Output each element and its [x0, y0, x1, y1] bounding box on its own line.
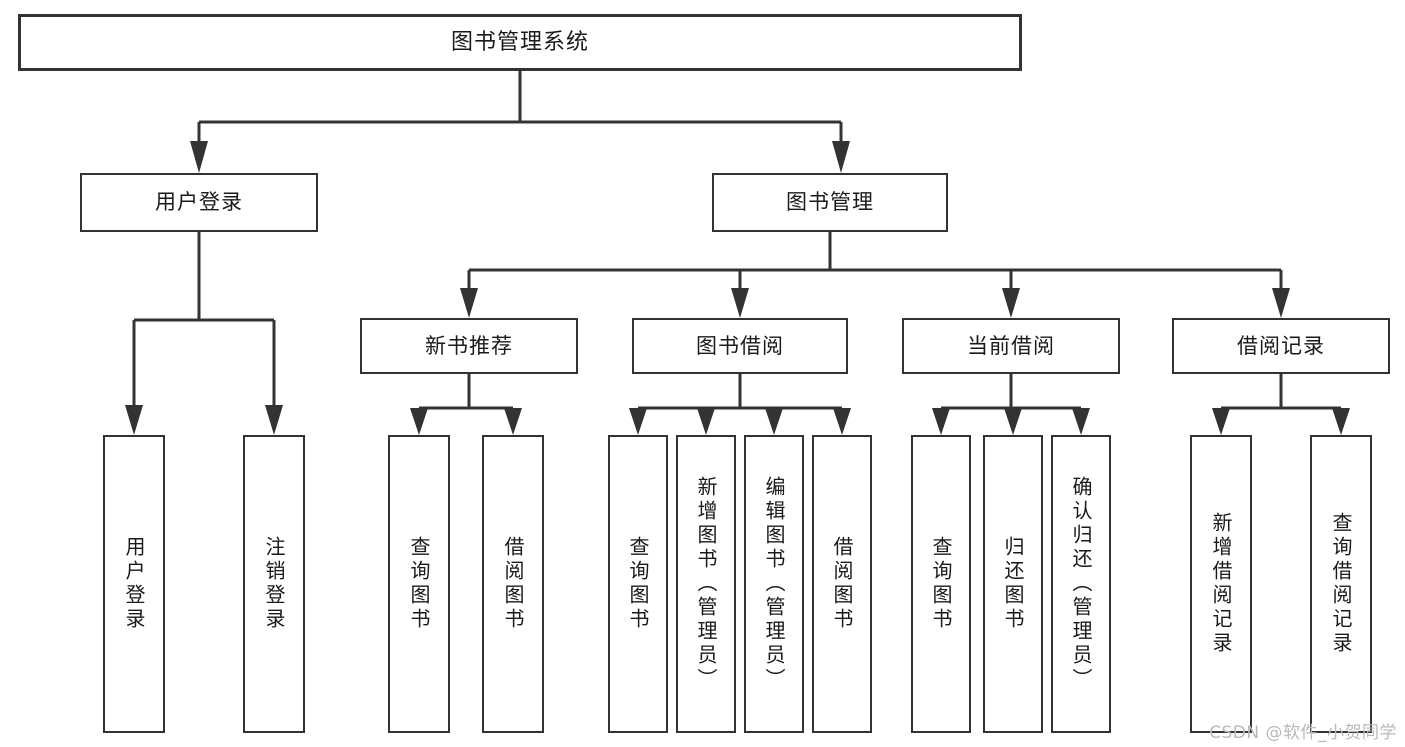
node-leaf-add-record-label: 新增借阅记录: [1209, 512, 1233, 656]
node-leaf-edit-book[interactable]: 编辑图书（管理员）: [744, 435, 804, 733]
node-current-borrow-label: 当前借阅: [967, 333, 1055, 358]
edge-borrowrecord-to-leaves: [1221, 374, 1341, 410]
node-leaf-confirm-return-label: 确认归还（管理员）: [1069, 476, 1093, 692]
node-leaf-query-book-1[interactable]: 查询图书: [388, 435, 450, 733]
node-borrow-record[interactable]: 借阅记录: [1172, 318, 1390, 374]
edge-root-to-level2: [197, 71, 843, 152]
node-leaf-logout[interactable]: 注销登录: [243, 435, 305, 733]
node-leaf-return-book[interactable]: 归还图书: [983, 435, 1043, 733]
node-book-borrow-label: 图书借阅: [696, 333, 784, 358]
node-book-management-label: 图书管理: [786, 190, 874, 215]
node-leaf-borrow-book-2-label: 借阅图书: [830, 536, 854, 632]
edge-currentborrow-to-leaves: [941, 374, 1081, 410]
arrowheads-currentborrow-leaves: [932, 408, 1090, 435]
node-book-management[interactable]: 图书管理: [712, 173, 948, 232]
node-new-book-recommend-label: 新书推荐: [425, 333, 513, 358]
node-leaf-user-login-label: 用户登录: [122, 536, 146, 632]
node-leaf-query-book-3-label: 查询图书: [929, 536, 953, 632]
node-leaf-borrow-book-1[interactable]: 借阅图书: [482, 435, 544, 733]
node-book-borrow[interactable]: 图书借阅: [632, 318, 848, 374]
csdn-watermark: CSDN @软件_小贺同学: [1209, 723, 1397, 743]
node-borrow-record-label: 借阅记录: [1237, 333, 1325, 358]
node-leaf-query-book-2-label: 查询图书: [626, 536, 650, 632]
edge-bookmgmt-to-level3: [467, 232, 1283, 298]
node-leaf-add-book-label: 新增图书（管理员）: [694, 476, 718, 692]
arrowheads-level3: [460, 288, 1290, 318]
edge-userlogin-to-leaves: [132, 232, 276, 415]
node-leaf-add-record[interactable]: 新增借阅记录: [1190, 435, 1252, 733]
node-root-label: 图书管理系统: [450, 29, 589, 55]
node-leaf-query-record[interactable]: 查询借阅记录: [1310, 435, 1372, 733]
node-leaf-logout-label: 注销登录: [262, 536, 286, 632]
node-root[interactable]: 图书管理系统: [18, 14, 1022, 71]
node-leaf-query-book-2[interactable]: 查询图书: [608, 435, 668, 733]
arrowheads-userlogin-leaves: [125, 405, 283, 435]
node-user-login[interactable]: 用户登录: [80, 173, 318, 232]
node-leaf-borrow-book-1-label: 借阅图书: [501, 536, 525, 632]
node-leaf-confirm-return[interactable]: 确认归还（管理员）: [1051, 435, 1111, 733]
arrowheads-bookborrow-leaves: [629, 408, 851, 435]
node-user-login-label: 用户登录: [155, 190, 243, 215]
node-leaf-borrow-book-2[interactable]: 借阅图书: [812, 435, 872, 733]
node-leaf-query-record-label: 查询借阅记录: [1329, 512, 1353, 656]
node-current-borrow[interactable]: 当前借阅: [902, 318, 1120, 374]
node-leaf-user-login[interactable]: 用户登录: [103, 435, 165, 733]
node-new-book-recommend[interactable]: 新书推荐: [360, 318, 578, 374]
edge-newbook-to-leaves: [417, 374, 515, 418]
arrowheads-newbook-leaves: [410, 408, 522, 435]
node-leaf-query-book-1-label: 查询图书: [407, 536, 431, 632]
arrowheads-level2: [190, 141, 850, 173]
arrowheads-borrowrecord-leaves: [1212, 408, 1350, 435]
edge-bookborrow-to-leaves: [638, 374, 842, 410]
node-leaf-edit-book-label: 编辑图书（管理员）: [762, 476, 786, 692]
node-leaf-return-book-label: 归还图书: [1001, 536, 1025, 632]
node-leaf-query-book-3[interactable]: 查询图书: [911, 435, 971, 733]
node-leaf-add-book[interactable]: 新增图书（管理员）: [676, 435, 736, 733]
